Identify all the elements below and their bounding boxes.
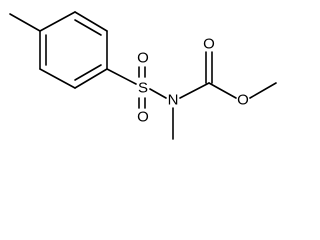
ester-oxygen: O [237,92,249,109]
ring-bond-c2-c3 [74,11,108,32]
sulfonyl-oxygen-bottom: O [137,109,149,126]
ring-bond-c5-c6 [39,68,76,89]
carbonyl-oxygen: O [203,36,215,53]
nitrogen-atom: N [168,92,179,109]
sulfonyl-oxygen-top: O [137,50,149,67]
chemical-structure: S O O N O O [9,11,277,140]
ring-bond-c1-c2 [39,11,76,32]
ring-bond-c4-c5 [74,68,108,89]
sulfur-atom: S [138,80,148,97]
bond-ester-methyl [249,82,277,99]
ring-double-bond-inner-1 [74,19,102,36]
ring-double-bond-inner-2 [74,64,102,81]
bond-carbonyl-ester-oxygen [208,82,237,99]
bond-nitrogen-carbonyl [179,82,210,99]
bond-sulfur-nitrogen [149,88,167,99]
bond-ring-sulfur [106,68,137,85]
bond-ring-methyl [9,13,41,32]
